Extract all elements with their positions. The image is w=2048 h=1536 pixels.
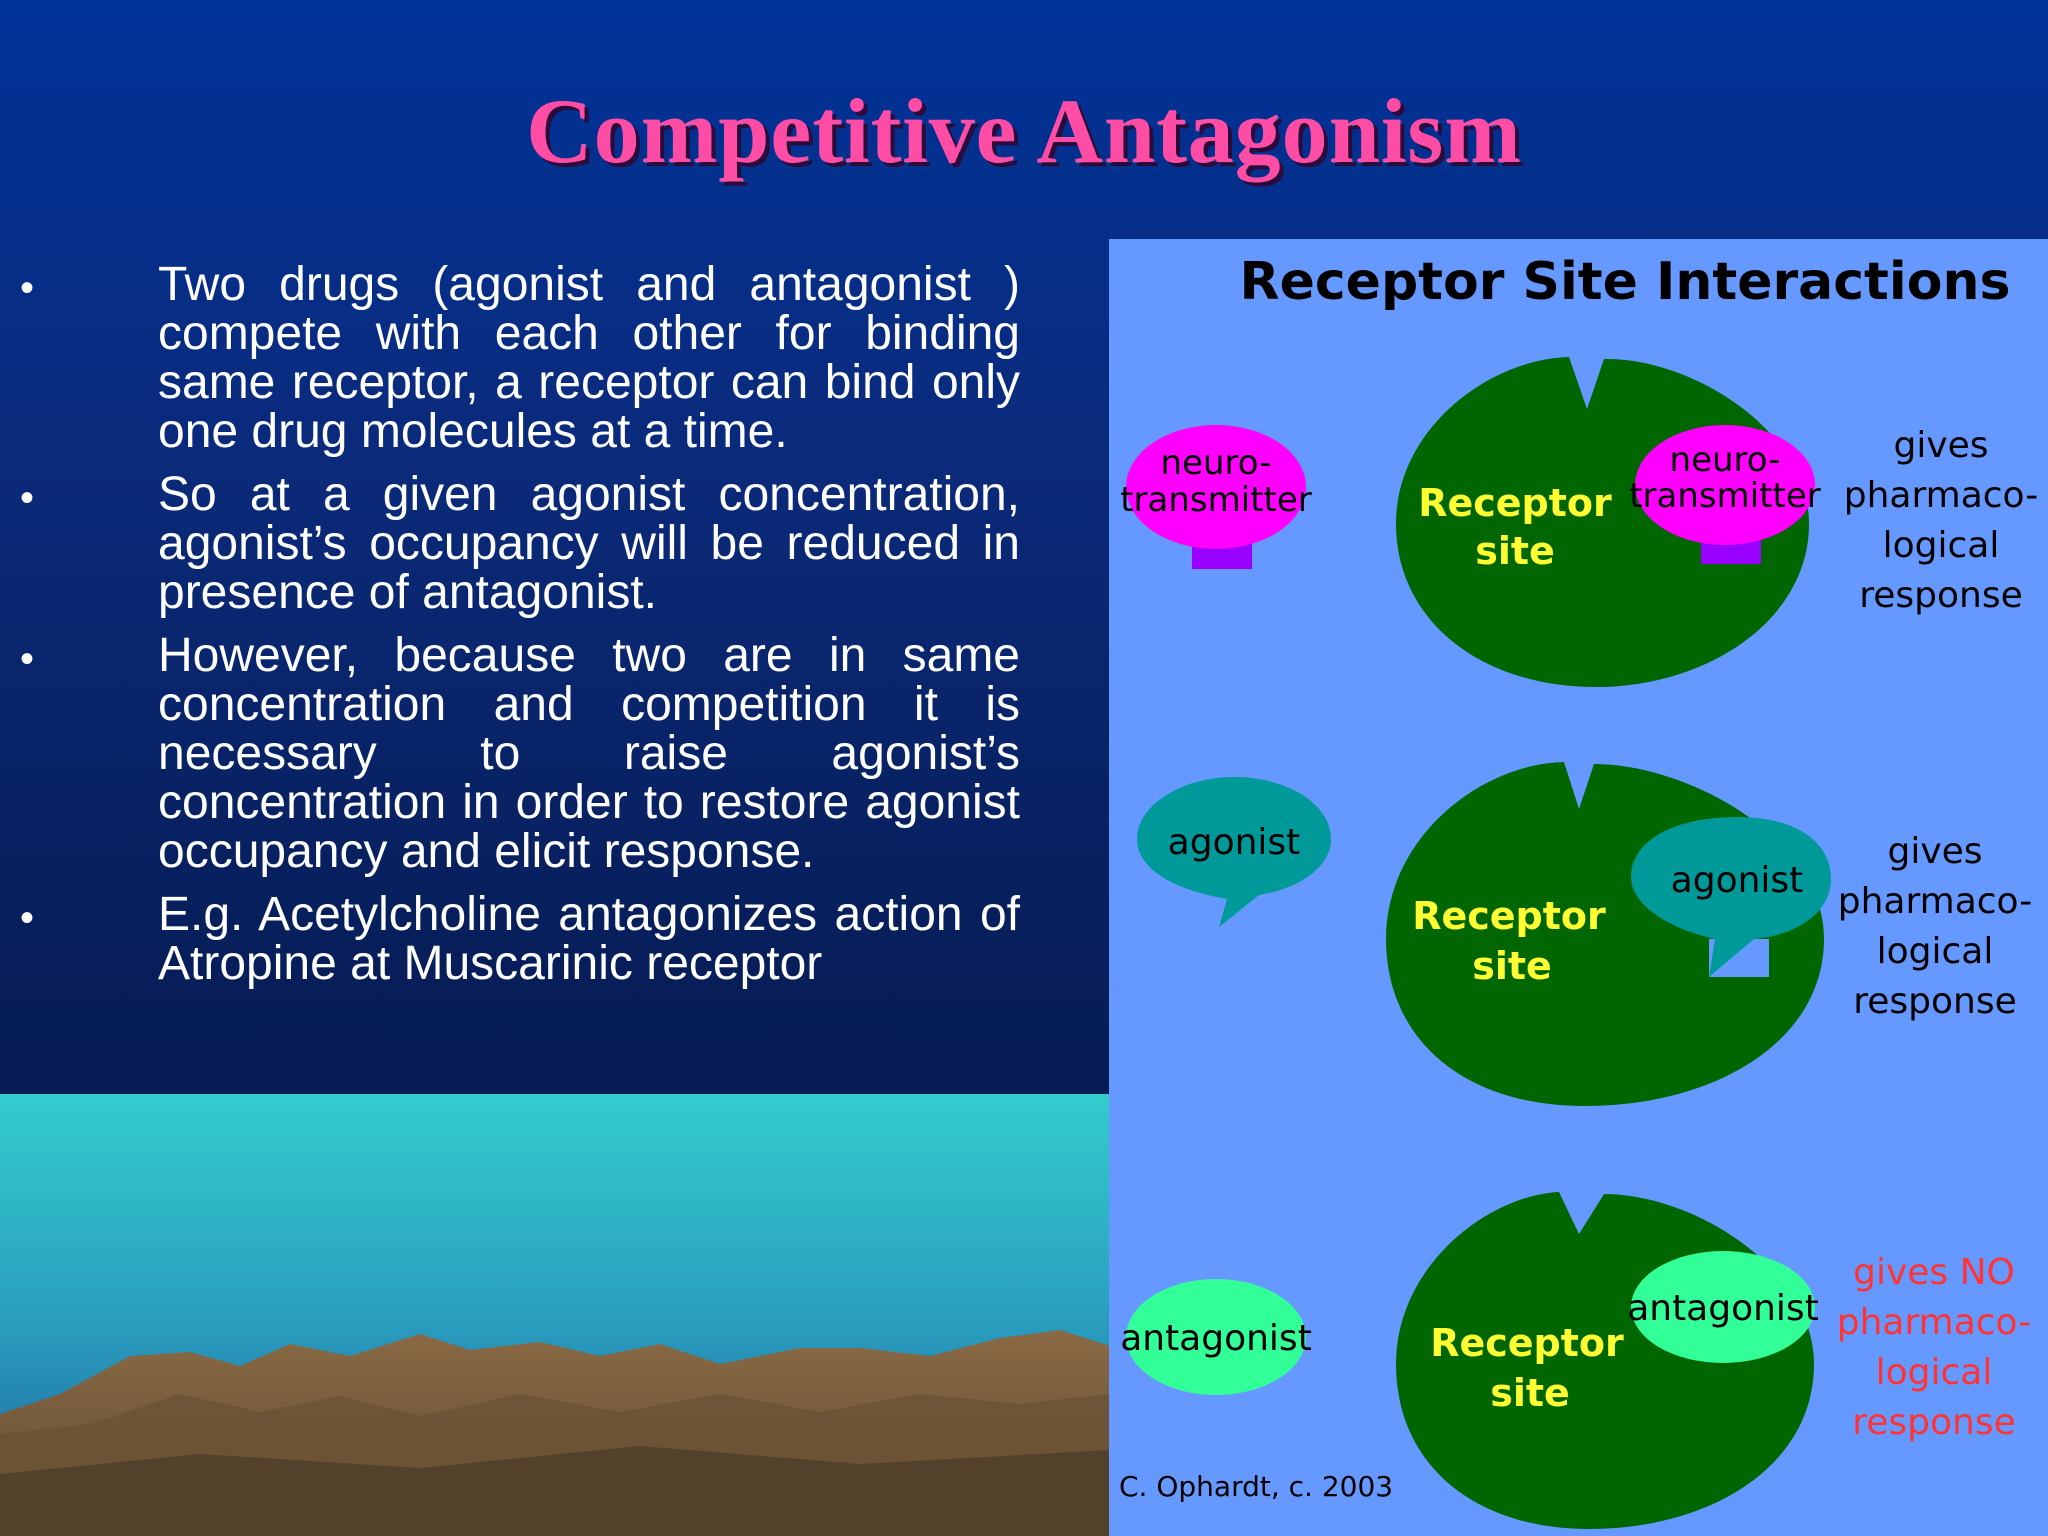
result-line: pharmaco- <box>1837 1302 2032 1343</box>
bullet-item: • E.g. Acetylcholine antagonizes action … <box>0 890 1040 988</box>
free-neurotransmitter-molecule <box>1126 425 1306 549</box>
result-line: response <box>1859 575 2023 616</box>
free-molecule-label-line2: transmitter <box>1120 480 1312 520</box>
receptor-label-line2: site <box>1490 1371 1570 1415</box>
bullet-text: E.g. Acetylcholine antagonizes action of… <box>158 888 1020 990</box>
bound-agonist-label: agonist <box>1671 860 1804 901</box>
bound-antagonist-label: antagonist <box>1627 1288 1819 1329</box>
receptor-label-line1: Receptor <box>1418 481 1612 525</box>
receptor-label-line2: site <box>1472 944 1552 988</box>
landscape-background <box>0 1094 1110 1536</box>
receptor-label-line1: Receptor <box>1430 1321 1624 1365</box>
receptor-diagram-panel: Receptor Site Interactions neuro- transm… <box>1109 239 2048 1536</box>
bound-agonist-molecule <box>1631 817 1831 977</box>
bullet-text: However, because two are in same concent… <box>158 629 1020 878</box>
result-line: logical <box>1876 1352 1993 1393</box>
bullet-item: • So at a given agonist concentration, a… <box>0 470 1040 617</box>
result-line: gives <box>1893 425 1988 466</box>
bullet-dot-icon: • <box>20 266 35 310</box>
diagram-title: Receptor Site Interactions <box>1240 252 2011 312</box>
free-antagonist-molecule <box>1126 1279 1306 1395</box>
result-line: logical <box>1883 525 2000 566</box>
bullet-list: • Two drugs (agonist and antagonist ) co… <box>0 260 1040 1002</box>
bound-molecule-label-line1: neuro- <box>1670 440 1781 480</box>
result-line: gives NO <box>1853 1252 2015 1293</box>
result-line: logical <box>1877 931 1994 972</box>
result-line: pharmaco- <box>1838 881 2033 922</box>
bound-antagonist-molecule <box>1631 1251 1815 1363</box>
slide-title: Competitive Antagonism <box>526 80 1522 182</box>
bound-neurotransmitter-molecule <box>1635 425 1815 545</box>
receptor-label-line1: Receptor <box>1412 894 1606 938</box>
bullet-dot-icon: • <box>20 476 35 520</box>
result-line: response <box>1852 1402 2016 1443</box>
free-agonist-label: agonist <box>1168 822 1301 863</box>
row-antagonist: antagonist Receptor site antagonist give… <box>1120 1192 2031 1529</box>
free-antagonist-label: antagonist <box>1120 1318 1312 1359</box>
diagram-credit: C. Ophardt, c. 2003 <box>1119 1470 1393 1503</box>
free-molecule-label-line1: neuro- <box>1161 443 1272 483</box>
receptor-diagram: Receptor Site Interactions neuro- transm… <box>1119 252 2038 1529</box>
receptor-label-line2: site <box>1475 529 1555 573</box>
bullet-item: • However, because two are in same conce… <box>0 631 1040 876</box>
result-line: response <box>1853 981 2017 1022</box>
bullet-text: Two drugs (agonist and antagonist ) comp… <box>158 258 1020 458</box>
free-agonist-molecule <box>1137 777 1331 927</box>
row-neurotransmitter: neuro- transmitter Receptor site neuro- … <box>1120 357 2038 687</box>
bullet-item: • Two drugs (agonist and antagonist ) co… <box>0 260 1040 456</box>
bound-molecule-label-line2: transmitter <box>1629 476 1821 516</box>
row-agonist: agonist Receptor site agonist gives phar… <box>1137 762 2032 1106</box>
result-line: gives <box>1887 831 1982 872</box>
bullet-text: So at a given agonist concentration, ago… <box>158 468 1020 619</box>
bullet-dot-icon: • <box>20 637 35 681</box>
bullet-dot-icon: • <box>20 896 35 940</box>
result-line: pharmaco- <box>1844 475 2039 516</box>
